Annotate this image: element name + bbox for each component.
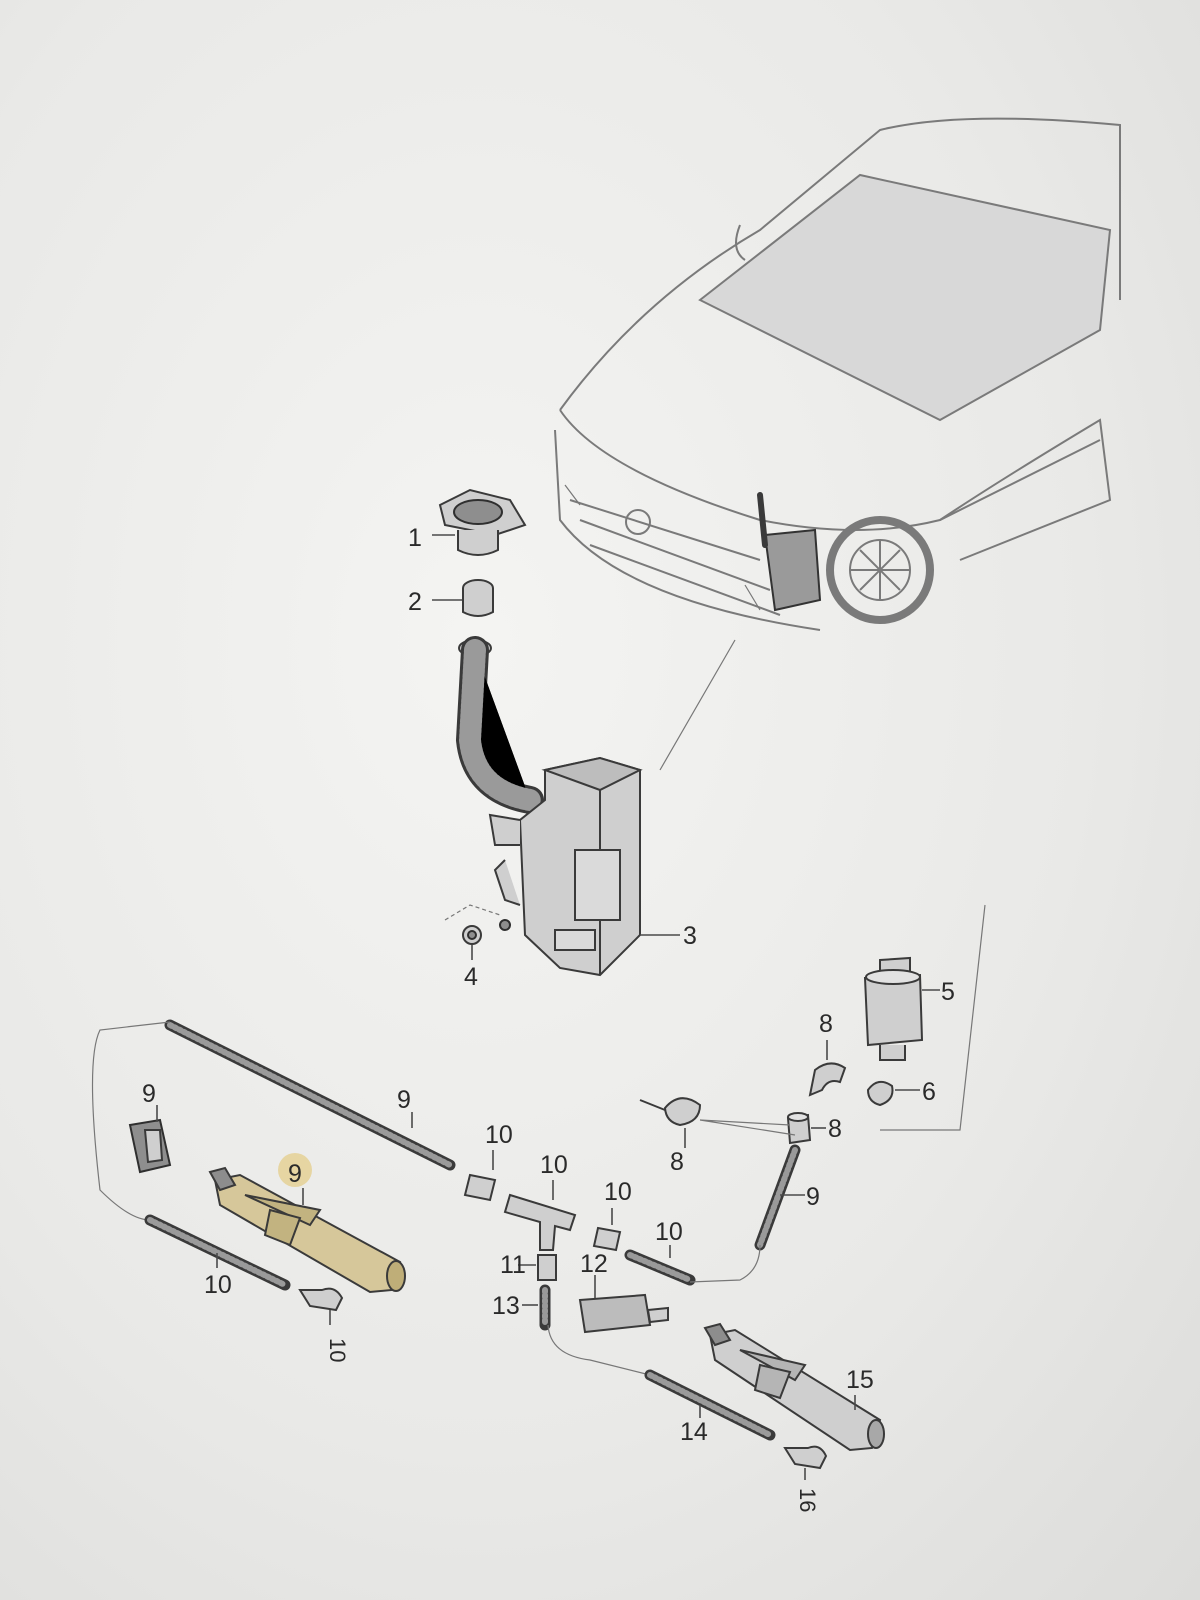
label-8c: 16 — [795, 1488, 820, 1512]
label-3: 2 — [408, 588, 422, 616]
check-valve — [578, 1293, 669, 1334]
hose-segment — [144, 1214, 291, 1291]
label-10a: 9 — [806, 1183, 820, 1211]
hose-segment — [644, 1369, 776, 1441]
label-13: 12 — [580, 1250, 608, 1278]
hose-segment — [624, 1249, 696, 1286]
hose-segment — [754, 1144, 801, 1251]
elbow-connector — [298, 1287, 344, 1312]
label-15: 15 — [846, 1366, 874, 1394]
label-8a: 8 — [819, 1010, 833, 1038]
routing-line — [689, 1244, 761, 1283]
label-9a: 8 — [828, 1115, 842, 1143]
filler-neck-hose — [455, 636, 544, 814]
label-highlight — [278, 1153, 312, 1187]
label-16: 9 — [288, 1160, 302, 1188]
grommet — [866, 1080, 894, 1107]
label-8b: 10 — [325, 1338, 350, 1362]
car-illustration — [554, 117, 1121, 631]
headlight-washer-nozzle-left — [208, 1166, 406, 1294]
hose-clip — [639, 1097, 796, 1136]
label-6: 6 — [922, 1078, 936, 1106]
t-connector — [503, 1193, 577, 1251]
headlight-washer-nozzle-right — [703, 1322, 885, 1452]
group-frame — [880, 904, 986, 1131]
nut — [444, 904, 501, 945]
label-9b: 10 — [485, 1121, 513, 1149]
seal — [462, 579, 494, 617]
label-9c: 10 — [604, 1178, 632, 1206]
label-11: 10 — [540, 1151, 568, 1179]
label-10d: 10 — [655, 1218, 683, 1246]
filler-cap — [438, 488, 527, 556]
label-1: 3 — [683, 922, 697, 950]
label-5: 5 — [941, 978, 955, 1006]
label-12: 8 — [670, 1148, 684, 1176]
label-10e: 13 — [492, 1292, 520, 1320]
hose-sleeve — [537, 1254, 557, 1281]
label-2: 1 — [408, 524, 422, 552]
routing-line — [547, 1324, 651, 1376]
label-10c: 10 — [204, 1271, 232, 1299]
hose-sleeve — [463, 1173, 497, 1202]
label-4: 4 — [464, 963, 478, 991]
label-14: 9 — [142, 1080, 156, 1108]
hose-sleeve — [592, 1226, 622, 1252]
hose-sleeve — [786, 1112, 812, 1145]
label-10f: 14 — [680, 1418, 708, 1446]
elbow-connector — [783, 1445, 828, 1470]
washer-pump — [863, 956, 924, 1061]
nozzle-bracket — [128, 1118, 172, 1174]
label-9d: 11 — [500, 1251, 526, 1279]
elbow-connector — [808, 1062, 847, 1097]
label-10b: 9 — [397, 1086, 411, 1114]
washer-fluid-reservoir — [488, 756, 643, 977]
leader-line — [659, 639, 736, 771]
routing-line — [91, 1021, 171, 1221]
hose-long — [164, 1019, 456, 1171]
